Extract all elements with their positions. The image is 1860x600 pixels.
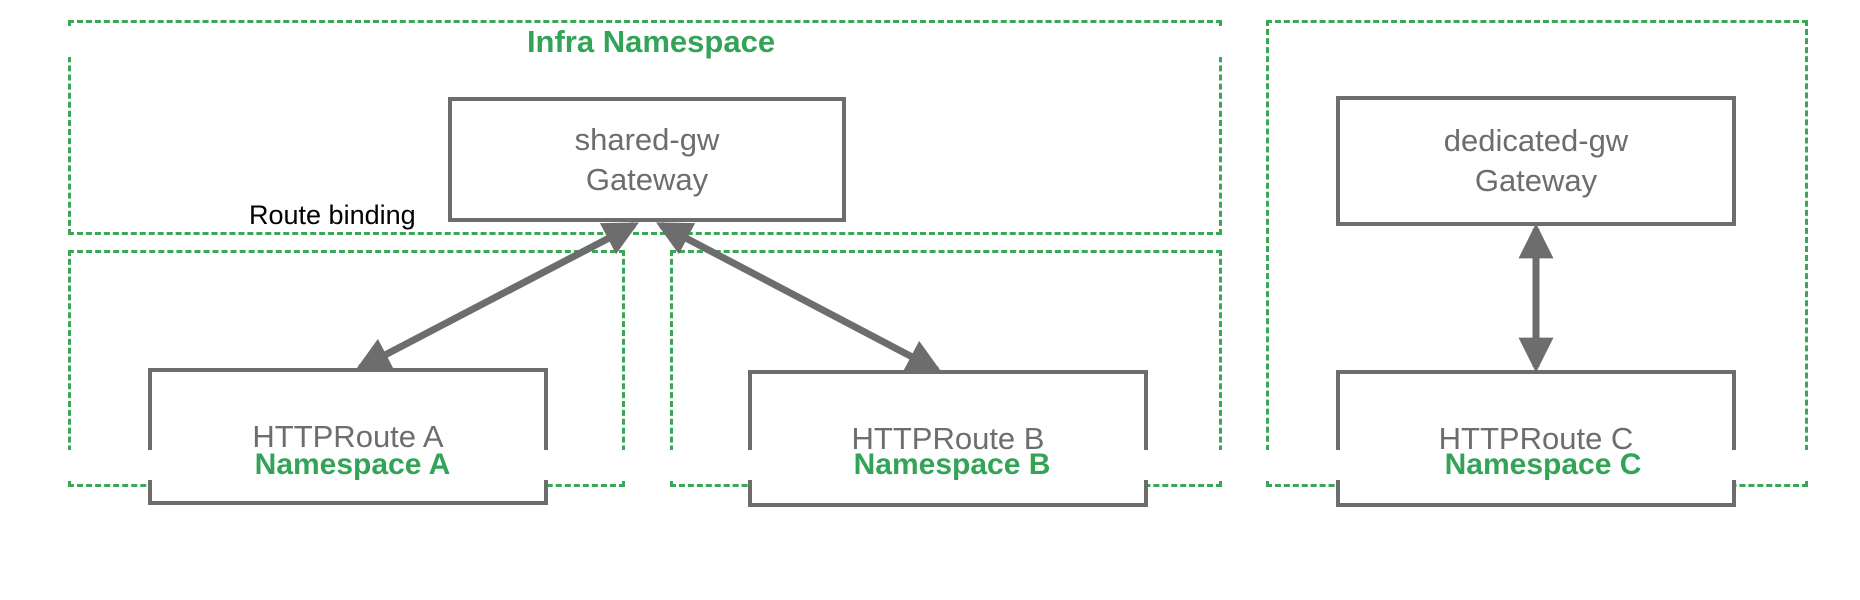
namespace-label-a: Namespace A bbox=[68, 450, 637, 480]
node-httproute-b[interactable]: HTTPRoute B bbox=[748, 370, 1148, 507]
edge-label-route-binding: Route binding bbox=[246, 202, 419, 229]
node-shared-gw-gateway-label: shared-gw Gateway bbox=[574, 121, 720, 197]
node-httproute-a-label: HTTPRoute A bbox=[252, 418, 444, 454]
namespace-box-infra bbox=[68, 20, 1222, 235]
node-httproute-b-label: HTTPRoute B bbox=[851, 420, 1045, 456]
node-dedicated-gw-gateway[interactable]: dedicated-gw Gateway bbox=[1336, 96, 1736, 226]
node-httproute-c[interactable]: HTTPRoute C bbox=[1336, 370, 1736, 507]
namespace-label-infra: Infra Namespace bbox=[68, 26, 1234, 57]
node-shared-gw-gateway[interactable]: shared-gw Gateway bbox=[448, 97, 846, 222]
node-dedicated-gw-gateway-label: dedicated-gw Gateway bbox=[1443, 123, 1629, 198]
namespace-label-c: Namespace C bbox=[1266, 450, 1820, 480]
node-httproute-a[interactable]: HTTPRoute A bbox=[148, 368, 548, 505]
namespace-label-b: Namespace B bbox=[670, 450, 1234, 480]
node-httproute-c-label: HTTPRoute C bbox=[1438, 420, 1634, 456]
